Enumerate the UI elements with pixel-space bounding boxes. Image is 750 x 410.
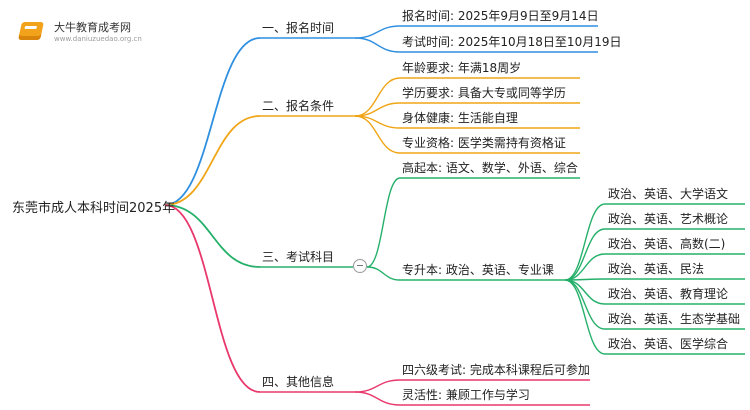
leaf-education-requirement[interactable]: 学历要求: 具备大专或同等学历 [402,86,566,100]
edge-branch3-sub [366,266,401,281]
leaf-subject-combo[interactable]: 政治、英语、医学综合 [608,337,729,351]
edge-sub-leaf [564,279,606,305]
leaf-registration-period[interactable]: 报名时间: 2025年9月9日至9月14日 [402,9,599,23]
edge-root-branch1 [164,37,261,206]
leaf-subject-combo[interactable]: 政治、英语、高数(二) [608,237,726,251]
subbranch-college-to-bachelor[interactable]: 专升本: 政治、英语、专业课 [402,263,554,277]
site-logo[interactable]: 大牛教育成考网 www.daniuzuedao.org.cn [14,14,144,50]
edge-branch1-leaf [354,25,401,39]
leaf-subject-combo[interactable]: 政治、英语、艺术概论 [608,212,729,226]
leaf-cet-exam[interactable]: 四六级考试: 完成本科课程后可参加 [402,363,590,377]
edge-root-branch3 [164,204,261,268]
logo-name: 大牛教育成考网 [54,21,131,34]
leaf-qualification-requirement[interactable]: 专业资格: 医学类需持有资格证 [402,136,566,150]
connector-lines [164,25,745,406]
branch-requirements[interactable]: 二、报名条件 [262,99,335,113]
leaf-subject-combo[interactable]: 政治、英语、大学语文 [608,187,729,201]
edge-sub-leaf [564,279,606,330]
edge-sub-leaf [564,279,606,355]
branch-other-info[interactable]: 四、其他信息 [262,375,335,389]
edge-root-branch4 [164,204,261,393]
edge-sub-leaf [564,253,606,281]
leaf-subject-combo[interactable]: 政治、英语、民法 [608,262,705,276]
branch-exam-subjects[interactable]: 三、考试科目 [262,250,335,264]
edge-branch3-leaf [366,177,401,268]
edge-branch4-leaf [354,379,401,393]
leaf-subject-combo[interactable]: 政治、英语、生态学基础 [608,312,741,326]
leaf-exam-period[interactable]: 考试时间: 2025年10月18日至10月19日 [402,35,622,49]
edge-root-branch2 [164,115,261,206]
logo-url: www.daniuzuedao.org.cn [54,35,142,43]
branch-registration-time[interactable]: 一、报名时间 [262,21,335,35]
leaf-age-requirement[interactable]: 年龄要求: 年满18周岁 [402,61,522,75]
root-topic[interactable]: 东莞市成人本科时间2025年 [12,201,176,216]
book-icon [18,22,44,40]
edge-branch2-leaf [354,115,401,154]
edge-sub-leaf [564,203,606,281]
edge-branch1-leaf [354,37,401,53]
leaf-health-requirement[interactable]: 身体健康: 生活能自理 [402,111,518,125]
leaf-subject-combo[interactable]: 政治、英语、教育理论 [608,287,729,301]
edge-branch4-leaf [354,391,401,406]
collapse-toggle[interactable] [353,259,367,273]
leaf-flexibility[interactable]: 灵活性: 兼顾工作与学习 [402,388,530,402]
leaf-highschool-to-bachelor[interactable]: 高起本: 语文、数学、外语、综合 [402,161,578,175]
